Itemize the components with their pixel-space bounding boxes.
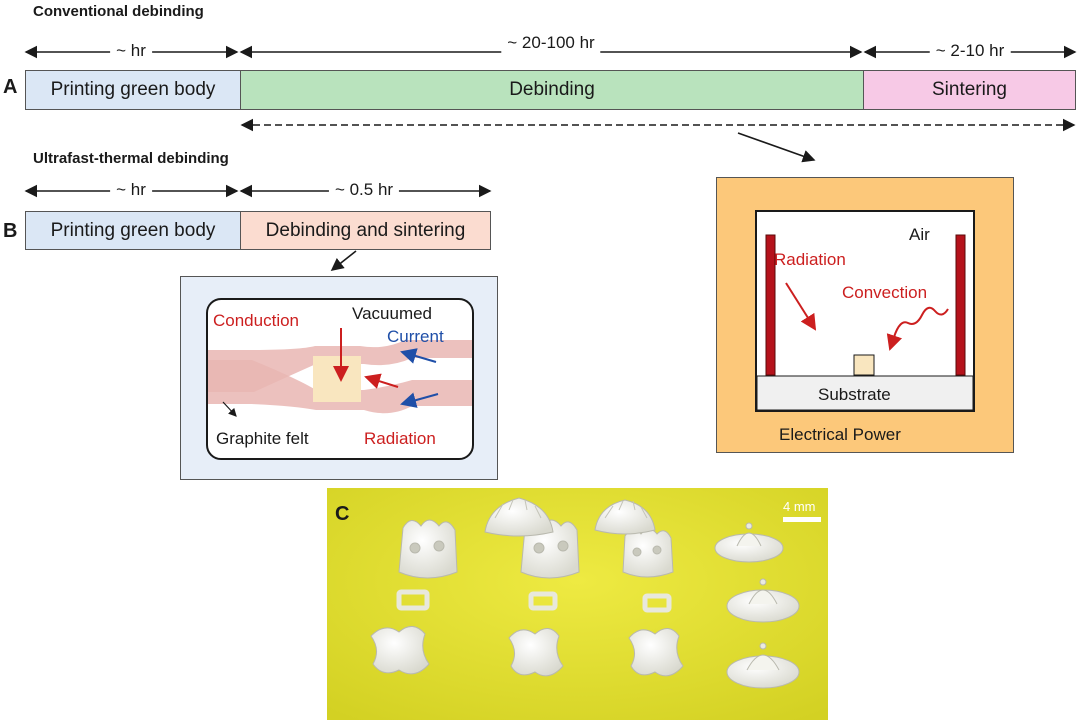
stage-debinding-sintering-b: Debinding and sintering [240,211,491,250]
swirl-cone-3 [726,642,800,689]
furnace-radiation-arrow [785,282,817,331]
printed-parts-photo: 4 mm C [327,488,828,720]
heater-right [955,234,966,376]
graphite-felt-pointer [222,401,237,417]
current-arrow-upper [400,348,437,364]
conduction-label: Conduction [213,311,299,330]
pointer-to-ultrafast-inset [330,250,357,271]
electrical-power-label: Electrical Power [779,425,901,444]
panel-letter-b: B [3,220,18,242]
scale-label: 4 mm [783,499,816,514]
gyroid-part-2 [508,628,564,677]
gyroid-part-3 [628,628,684,677]
square-frame-1 [396,589,430,611]
radiation-arrow [364,373,399,389]
swirl-cone-2 [726,578,800,623]
graphite-felt-label: Graphite felt [216,429,309,448]
furnace-convection-arrow [886,306,949,351]
square-frame-3 [642,593,672,613]
lattice-part-3 [622,528,674,578]
gyroid-part-1 [370,626,430,675]
lattice-part-1 [398,519,458,579]
stage-debinding-a: Debinding [240,70,864,110]
duration-label-sintering-a: ~ 2-10 hr [929,41,1011,61]
heater-left [765,234,776,376]
panel-letter-a: A [3,76,18,98]
stage-printing-b: Printing green body [25,211,241,250]
dome-part-2 [594,499,656,535]
printed-parts-illustration: 4 mm C [327,488,828,720]
duration-label-printing-a: ~ hr [110,41,152,61]
duration-label-debinding-b: ~ 0.5 hr [328,180,400,200]
duration-label-printing-b: ~ hr [110,180,152,200]
square-frame-2 [528,591,558,611]
current-label: Current [387,327,444,346]
furnace-sample [853,354,875,376]
convection-label: Convection [842,283,927,302]
green-body-sample [313,356,361,402]
stage-printing-a: Printing green body [25,70,241,110]
ultrafast-inset-diagram: Conduction Vacuumed Current Graphite fel… [206,298,474,460]
vacuumed-label: Vacuumed [352,304,432,323]
substrate [756,375,974,411]
swirl-cone-1 [714,522,784,563]
radiation-label-furnace: Radiation [774,250,846,269]
scale-bar [783,517,821,522]
panel-letter-c: C [335,503,349,525]
pointer-to-furnace-inset [737,132,816,163]
air-label: Air [909,225,930,244]
stage-sintering-a: Sintering [863,70,1076,110]
duration-label-debinding-a: ~ 20-100 hr [501,33,601,53]
furnace-inset-diagram: Air Radiation Convection Substrate Elect… [716,177,1014,453]
conventional-heading: Conventional debinding [33,3,204,20]
ultrafast-heading: Ultrafast-thermal debinding [33,150,229,167]
dome-part-1 [484,497,554,537]
radiation-label-inset-b: Radiation [364,429,436,448]
substrate-label: Substrate [818,385,891,404]
current-arrow-lower [400,392,439,408]
